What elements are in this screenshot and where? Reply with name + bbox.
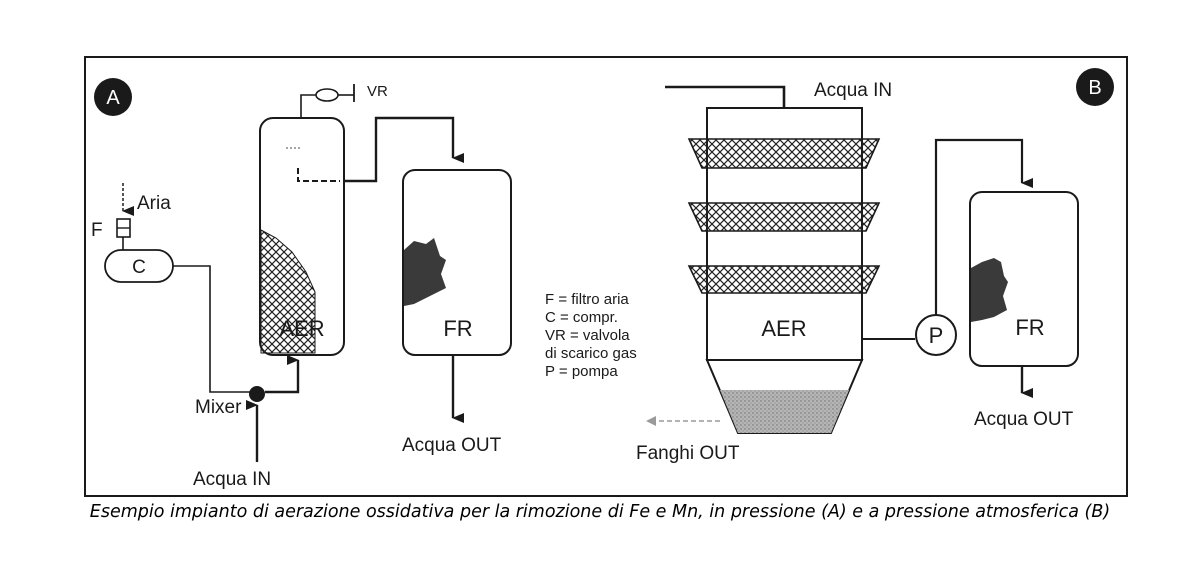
legend-line-2: C = compr.: [545, 309, 618, 326]
legend-line-1: F = filtro aria: [545, 291, 629, 308]
mixer-to-aerator-line: [265, 355, 300, 394]
compressor-label: C: [132, 257, 146, 278]
filter-media-a: [404, 238, 446, 306]
panel-b: B Acqua IN AER Fanghi OUT P FR Acqua OUT: [636, 68, 1114, 464]
pump-to-filter-line: [934, 138, 1033, 315]
water-in-label-a: Acqua IN: [193, 469, 271, 490]
aerator-media-a: [260, 229, 316, 354]
filter-tank-label-a: FR: [443, 316, 472, 341]
vent-label: VR: [367, 83, 388, 100]
air-line: [173, 265, 252, 393]
figure-caption: Esempio impianto di aerazione ossidativa…: [89, 502, 1111, 522]
aeration-tray-1: [687, 138, 881, 169]
mixer-label: Mixer: [195, 397, 242, 418]
vent-valve-icon: [315, 88, 339, 102]
sludge-out-label: Fanghi OUT: [636, 443, 740, 464]
legend-line-5: P = pompa: [545, 363, 618, 380]
legend-line-3: VR = valvola: [545, 327, 630, 344]
pump-label: P: [929, 323, 944, 348]
aeration-tray-3: [687, 265, 881, 294]
aerator-label-b: AER: [761, 316, 806, 341]
aeration-tray-2: [687, 202, 881, 232]
badge-a-label: A: [106, 87, 120, 109]
water-out-label-a: Acqua OUT: [402, 435, 502, 456]
filter-tank-b: [969, 191, 1079, 367]
filter-tank-label-b: FR: [1015, 315, 1044, 340]
badge-a: [94, 78, 132, 116]
mixer-icon: [249, 386, 265, 402]
aerator-to-filter-line: [344, 116, 464, 183]
sludge-layer: [720, 390, 849, 433]
panel-a: A Aria F C Mixer Acqua IN AER VR: [91, 78, 512, 490]
legend: F = filtro aria C = compr. VR = valvola …: [545, 291, 637, 380]
legend-line-4: di scarico gas: [545, 345, 637, 362]
aerator-label-a: AER: [279, 316, 324, 341]
aeration-plant-diagram: A Aria F C Mixer Acqua IN AER VR: [84, 56, 1128, 497]
diagram-frame: [84, 56, 1128, 497]
filter-media-b: [971, 258, 1008, 322]
badge-b: [1076, 68, 1114, 106]
air-label: Aria: [137, 193, 171, 214]
vent-line: [300, 94, 316, 118]
water-out-label-b: Acqua OUT: [974, 409, 1074, 430]
filter-tank-a: [402, 169, 512, 356]
badge-b-label: B: [1088, 77, 1101, 99]
filter-label: F: [91, 220, 103, 241]
water-in-label-b: Acqua IN: [814, 80, 892, 101]
